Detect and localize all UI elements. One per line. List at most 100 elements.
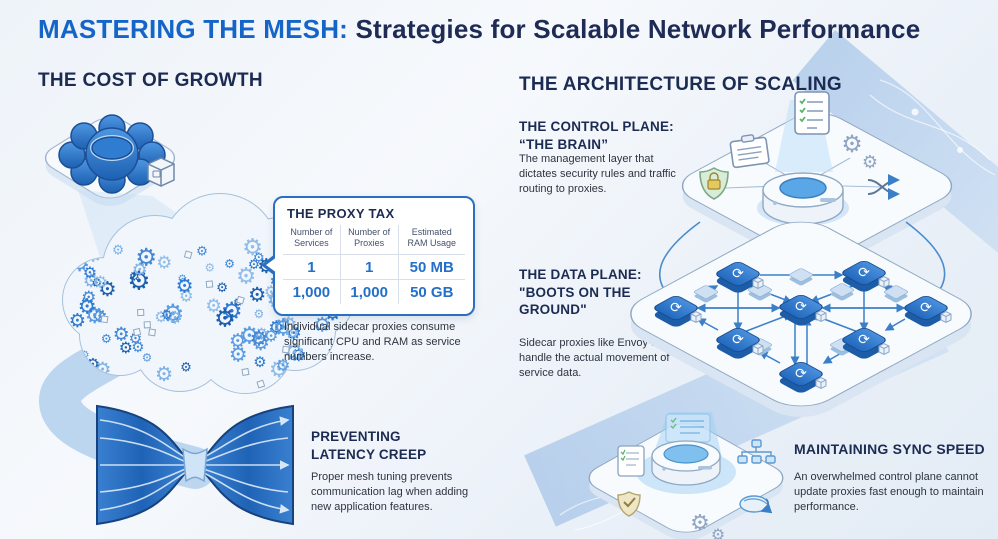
svg-text:⚙: ⚙ bbox=[254, 307, 265, 321]
shuffle-icon bbox=[867, 174, 900, 200]
svg-text:⚙: ⚙ bbox=[862, 152, 878, 173]
svg-text:⚙: ⚙ bbox=[254, 324, 269, 343]
svg-text:⚙: ⚙ bbox=[205, 296, 222, 317]
funnel-flow-lines bbox=[99, 416, 290, 514]
svg-text:⚙: ⚙ bbox=[129, 269, 140, 284]
svg-text:⚙: ⚙ bbox=[242, 234, 263, 261]
svg-text:⚙: ⚙ bbox=[91, 276, 102, 290]
svg-text:⚙: ⚙ bbox=[304, 366, 317, 383]
svg-text:⚙: ⚙ bbox=[161, 300, 184, 330]
sync-platform: ⚙ ⚙ bbox=[588, 412, 784, 539]
control-plane-body: The management layer that dictates secur… bbox=[519, 153, 676, 196]
control-plane-platform: ⚙ ⚙ bbox=[681, 91, 953, 269]
gears-icon: ⚙ ⚙ bbox=[841, 130, 878, 173]
proxy-tax-caption: Individual sidecar proxies consume signi… bbox=[284, 321, 461, 364]
svg-text:⚙: ⚙ bbox=[180, 360, 192, 375]
svg-text:⚙: ⚙ bbox=[229, 329, 247, 352]
svg-text:⚙: ⚙ bbox=[236, 263, 256, 289]
svg-text:⚙: ⚙ bbox=[291, 345, 307, 366]
sync-gears-icon-2: ⚙ bbox=[711, 525, 725, 539]
svg-text:⚙: ⚙ bbox=[177, 273, 187, 286]
svg-text:⚙: ⚙ bbox=[251, 331, 270, 356]
svg-text:⚙: ⚙ bbox=[113, 324, 130, 346]
sync-title: MAINTAINING SYNC SPEED bbox=[794, 441, 985, 457]
table-cell: 1,000 bbox=[341, 279, 399, 304]
shield-check-icon bbox=[617, 491, 641, 517]
latency-body: Proper mesh tuning prevents communicatio… bbox=[311, 471, 469, 514]
control-plane-title: THE CONTROL PLANE: “THE BRAIN” bbox=[519, 119, 674, 152]
svg-text:⚙: ⚙ bbox=[224, 256, 235, 271]
table-cell: 1 bbox=[283, 254, 341, 280]
svg-text:⚙: ⚙ bbox=[156, 253, 172, 274]
table-cell: 50 GB bbox=[410, 283, 454, 301]
hologram-checklist-icon bbox=[665, 413, 711, 443]
left-section-title: THE COST OF GROWTH bbox=[38, 70, 263, 91]
svg-text:⚙: ⚙ bbox=[98, 277, 117, 301]
svg-text:⚙: ⚙ bbox=[268, 318, 284, 339]
latency-title: PREVENTING LATENCY CREEP bbox=[311, 429, 427, 462]
page-title-highlight: MASTERING THE MESH: bbox=[38, 14, 349, 44]
latency-funnel bbox=[96, 404, 294, 526]
shield-lock-icon bbox=[699, 167, 729, 200]
svg-text:⚙: ⚙ bbox=[248, 283, 266, 307]
svg-text:⚙: ⚙ bbox=[101, 331, 112, 346]
svg-text:⚙: ⚙ bbox=[167, 309, 183, 329]
svg-text:⚙: ⚙ bbox=[119, 338, 133, 357]
document-icon bbox=[617, 445, 645, 477]
hierarchy-icon bbox=[737, 439, 776, 464]
proxy-tax-table: Number of Services Number of Proxies Est… bbox=[283, 225, 465, 304]
svg-text:⚙: ⚙ bbox=[196, 244, 208, 259]
table-cell: 50 MB bbox=[398, 255, 465, 280]
svg-text:⚙: ⚙ bbox=[841, 130, 863, 158]
svg-text:⚙: ⚙ bbox=[253, 353, 266, 371]
page-title-rest: Strategies for Scalable Network Performa… bbox=[348, 14, 921, 44]
svg-text:⚙: ⚙ bbox=[132, 260, 148, 281]
proxy-tax-callout: THE PROXY TAX Number of Services Number … bbox=[261, 196, 475, 316]
svg-text:⚙: ⚙ bbox=[248, 257, 260, 273]
sync-body: An overwhelmed control plane cannot upda… bbox=[794, 471, 984, 514]
svg-text:⚙: ⚙ bbox=[176, 274, 194, 298]
svg-text:⚙: ⚙ bbox=[83, 263, 97, 282]
svg-text:⚙: ⚙ bbox=[229, 342, 248, 367]
column-header: Number of Proxies bbox=[340, 225, 399, 255]
svg-text:⚙: ⚙ bbox=[69, 247, 79, 261]
svg-text:⚙: ⚙ bbox=[112, 242, 124, 258]
svg-text:⚙: ⚙ bbox=[313, 312, 331, 336]
svg-text:⚙: ⚙ bbox=[93, 273, 109, 293]
column-header: Number of Services bbox=[283, 225, 341, 255]
table-cell: 1 bbox=[340, 254, 399, 280]
globe-sync-icon bbox=[739, 495, 773, 514]
data-plane-platform bbox=[630, 221, 972, 417]
control-hub-ring bbox=[757, 172, 849, 226]
svg-text:⚙: ⚙ bbox=[135, 243, 157, 272]
svg-text:⚙: ⚙ bbox=[142, 350, 152, 364]
svg-text:⚙: ⚙ bbox=[131, 338, 144, 356]
svg-text:⚙: ⚙ bbox=[78, 294, 97, 319]
svg-text:⚙: ⚙ bbox=[279, 312, 297, 336]
svg-text:⚙: ⚙ bbox=[284, 339, 306, 367]
sidecar-cube-icon bbox=[147, 157, 175, 187]
svg-text:⚙: ⚙ bbox=[214, 303, 236, 332]
table-cell: 1,000 bbox=[283, 279, 341, 304]
svg-text:⚙: ⚙ bbox=[154, 308, 168, 326]
data-plane-body: Sidecar proxies like Envoy that handle t… bbox=[519, 337, 670, 380]
svg-text:⚙: ⚙ bbox=[85, 303, 105, 329]
svg-text:⚙: ⚙ bbox=[155, 362, 173, 386]
svg-text:⚙: ⚙ bbox=[273, 314, 295, 342]
svg-text:⚙: ⚙ bbox=[221, 297, 243, 326]
svg-text:⚙: ⚙ bbox=[83, 271, 100, 292]
data-plane-title: THE DATA PLANE: "BOOTS ON THE GROUND" bbox=[519, 267, 642, 318]
svg-text:⚙: ⚙ bbox=[264, 326, 279, 346]
svg-text:⚙: ⚙ bbox=[239, 321, 260, 349]
svg-text:⚙: ⚙ bbox=[69, 309, 86, 332]
svg-text:⚙: ⚙ bbox=[127, 266, 150, 296]
column-header: Estimated RAM Usage bbox=[398, 225, 465, 255]
svg-text:⚙: ⚙ bbox=[179, 286, 194, 305]
clipboard-icon bbox=[729, 134, 770, 169]
svg-text:⚙: ⚙ bbox=[250, 326, 269, 351]
proxy-tax-title: THE PROXY TAX bbox=[287, 206, 395, 221]
page-title: MASTERING THE MESH: Strategies for Scala… bbox=[38, 14, 920, 45]
sync-gears-icon: ⚙ bbox=[690, 511, 710, 536]
